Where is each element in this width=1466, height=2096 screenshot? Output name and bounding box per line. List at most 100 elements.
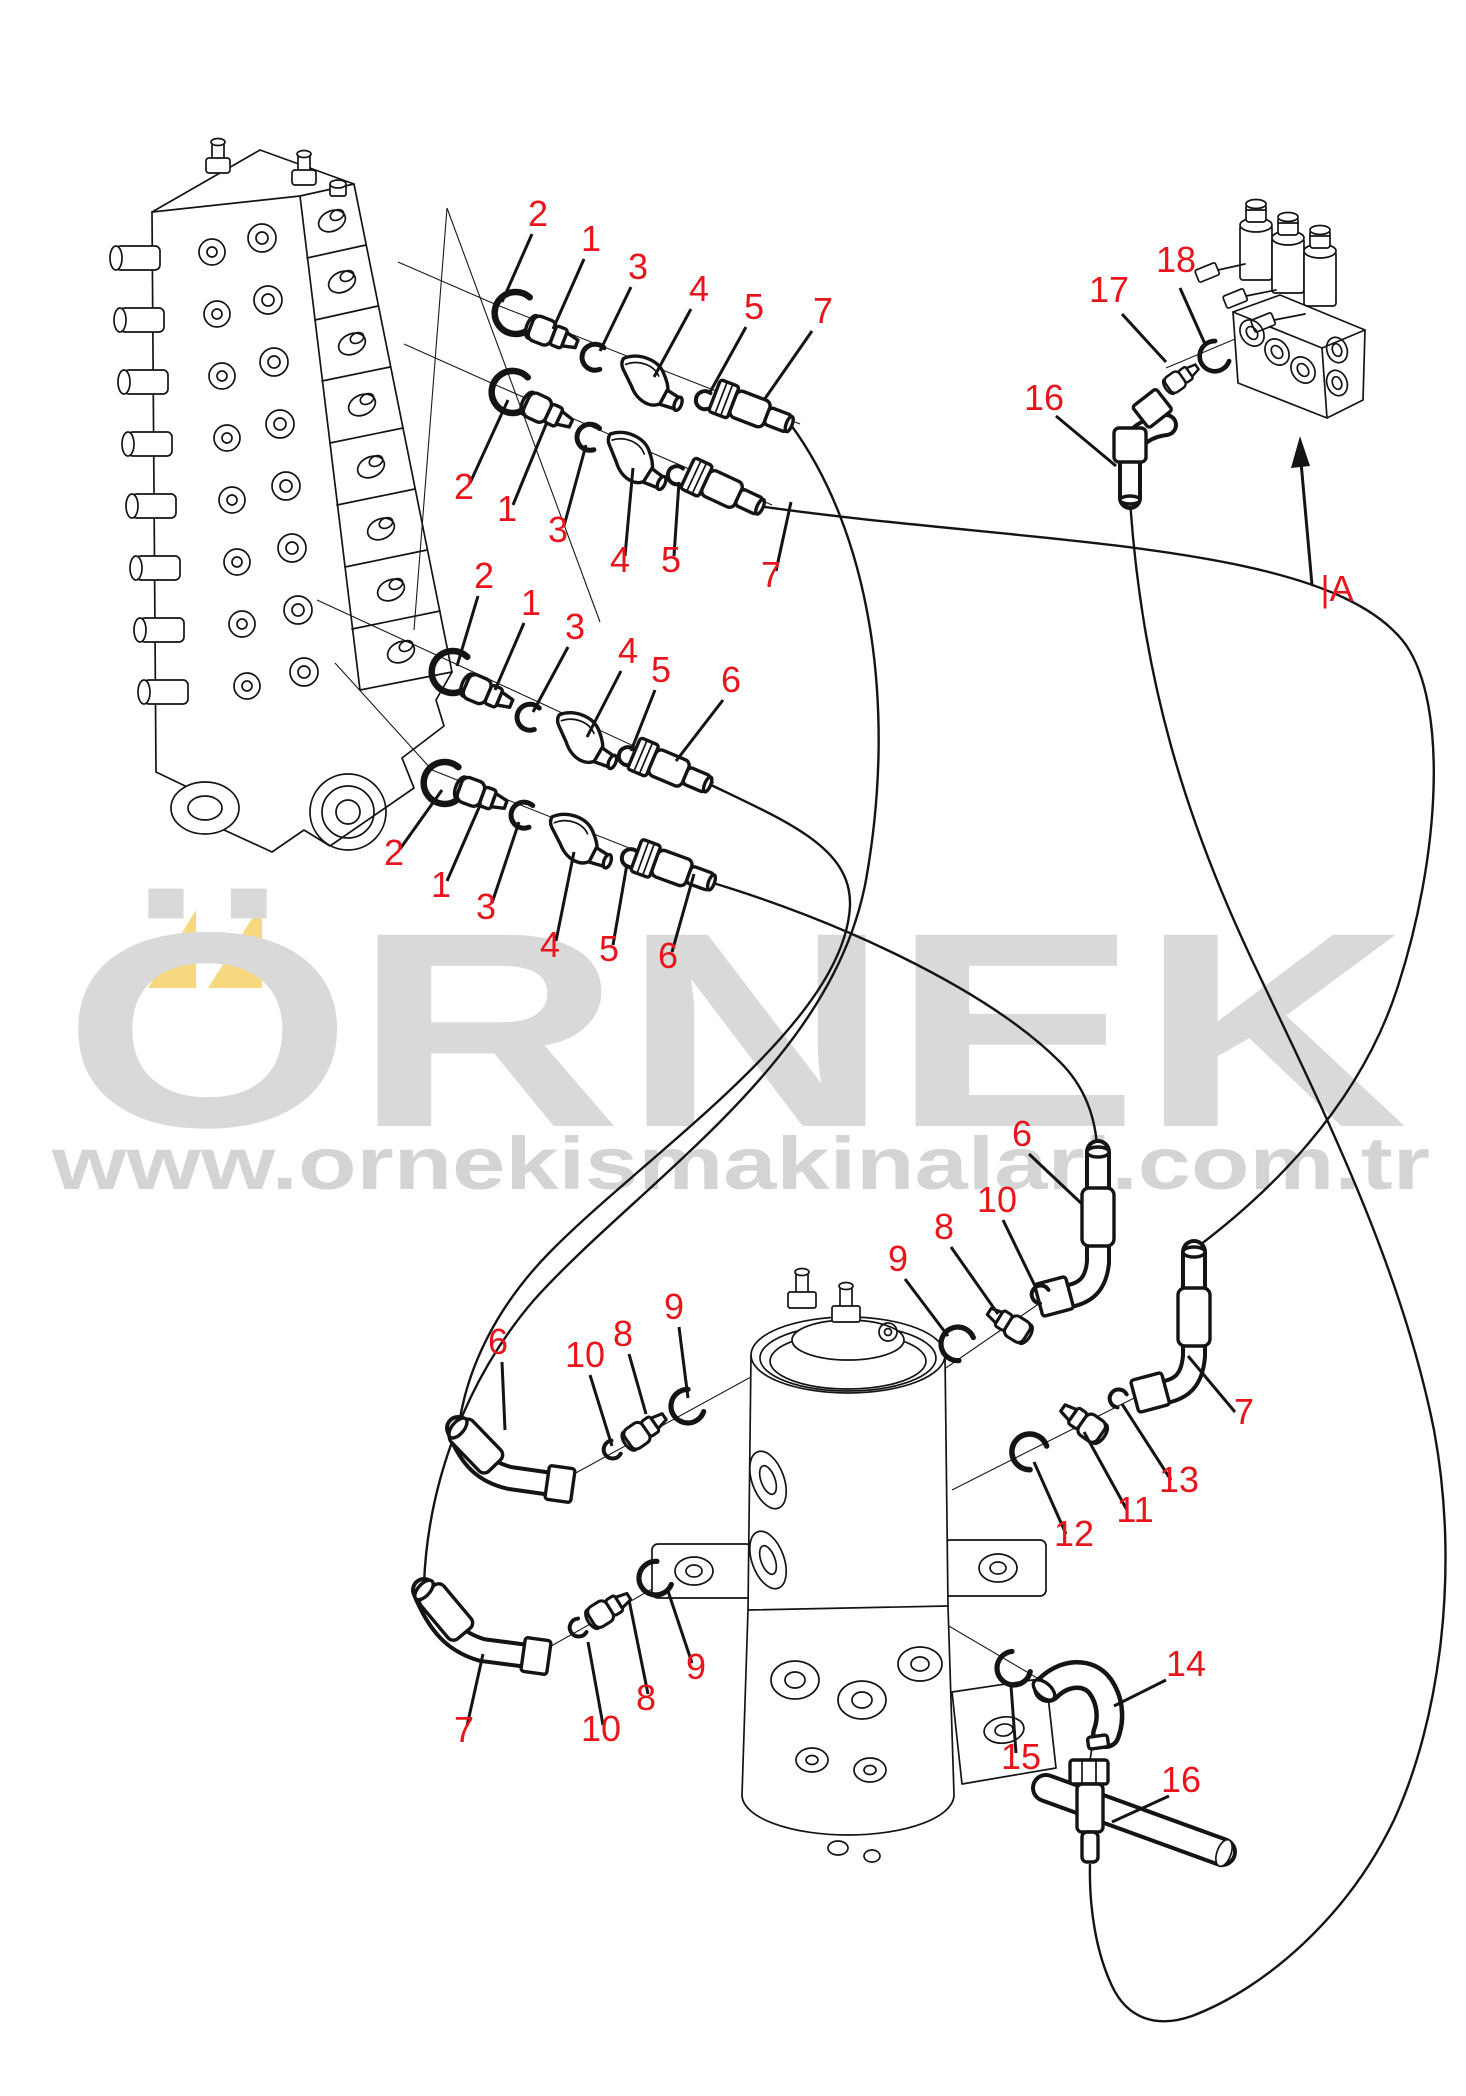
snap-ring [509,800,533,829]
hydraulic-hoses [422,424,1447,2023]
callout-leader-10 [1001,1219,1038,1289]
watermark: ÖRNEK www.ornekismakinalari.com.tr [51,874,1430,1205]
callout-leader-5 [707,326,748,395]
snap-ring [574,421,600,451]
callout-2: 2 [528,193,548,234]
hose-row2-to-right-lower-elbow [757,504,1435,1249]
view-arrow-head [1291,436,1310,468]
callout-leader-3 [490,821,521,904]
callout-leader-17 [1120,312,1168,364]
hose-row4-to-right-upper-elbow [712,881,1099,1147]
callout-4: 4 [610,539,630,580]
callout-9: 9 [664,1286,684,1327]
right-lower-elbow-group [1005,1239,1212,1472]
callout-10: 10 [581,1708,621,1749]
solenoid-elbow-group [1112,339,1231,510]
swivel-joint [651,1267,1237,1868]
elbow-45-fitting [594,424,680,497]
callout-leader-5 [672,481,681,557]
callout-leader-5 [629,689,657,752]
straight-connector [449,772,512,819]
callout-leader-6 [500,1361,507,1431]
callout-6: 6 [1012,1113,1032,1154]
straight-connector [981,1300,1038,1349]
callout-leader-14 [1113,1678,1167,1708]
callout-5: 5 [744,286,764,327]
valve-spool-caps [109,245,189,705]
callout-leader-2 [398,789,444,850]
callout-leader-7 [465,1653,485,1727]
callout-leader-8 [627,1353,648,1415]
callout-leader-1 [551,258,586,330]
callout-leader-2 [455,595,480,667]
callout-8: 8 [636,1677,656,1718]
hose-solenoid-to-swivel-bottom [1088,499,1447,2023]
callout-7: 7 [1234,1391,1254,1432]
main-control-valve [109,137,453,853]
elbow-45-fitting [538,807,624,875]
callout-17: 17 [1089,269,1129,310]
solenoid-coils [1239,198,1337,307]
callout-1: 1 [497,488,517,529]
callout-leader-1 [445,802,483,882]
straight-connector [1159,358,1204,398]
callout-3: 3 [565,606,585,647]
callout-leader-4 [623,467,635,557]
solenoid-valve-block [1194,198,1366,419]
callout-4: 4 [689,268,709,309]
callout-14: 14 [1166,1643,1206,1684]
watermark-accent-triangle-large [208,903,262,988]
callout-3: 3 [548,509,568,550]
straight-connector [1054,1396,1113,1449]
watermark-brand-text: ÖRNEK [63,874,1408,1185]
valve-port-bosses [198,223,319,700]
callout-leader-6 [670,873,696,953]
left-bottom-elbow-group [411,1559,674,1676]
hose-end-fitting [678,455,772,526]
callout-16: 16 [1024,377,1064,418]
callout-leader-2 [468,399,510,484]
callout-13: 13 [1159,1459,1199,1500]
elbow-45-fitting [544,704,630,776]
callout-6: 6 [488,1321,508,1362]
watermark-website-text: www.ornekismakinalari.com.tr [51,1122,1430,1205]
straight-connector [455,669,519,718]
callout-6: 6 [658,935,678,976]
callout-leader-16 [1055,414,1117,468]
callout-4: 4 [540,924,560,965]
callout-leader-2 [500,233,534,303]
hose-end-fitting [625,735,719,803]
callout-leader-3 [531,646,570,713]
callout-2: 2 [454,466,474,507]
callout-6: 6 [721,659,741,700]
o-ring [1194,339,1231,378]
callout-7: 7 [454,1709,474,1750]
bottom-hose-fitting [1068,1758,1110,1864]
o-ring [422,760,459,805]
callout-leader-1 [511,421,549,506]
hose-end-fitting [706,377,800,443]
callout-leader-7 [774,501,793,572]
solenoid-block-ports [1239,319,1349,397]
callout-leader-3 [562,444,588,527]
valve-section-plates [306,208,453,691]
hose-row1-to-left-bottom-elbow [422,424,880,1585]
callout-1: 1 [581,218,601,259]
callout-12: 12 [1054,1513,1094,1554]
callout-11: 11 [1116,1489,1153,1530]
o-ring [664,1387,705,1430]
callout-leader-4 [585,670,623,738]
callout-3: 3 [476,886,496,927]
callout-leader-6 [1027,1152,1084,1206]
hose-row3-to-left-mid-elbow [457,782,852,1425]
callout-9: 9 [686,1646,706,1687]
callout-leader-16 [1111,1794,1170,1824]
washer [564,1615,590,1642]
right-upper-elbow-group [935,1139,1116,1363]
valve-outlet-section [170,773,387,851]
callout-7: 7 [761,554,781,595]
callout-1: 1 [521,582,541,623]
callout-18: 18 [1156,239,1196,280]
callout-4: 4 [618,630,638,671]
